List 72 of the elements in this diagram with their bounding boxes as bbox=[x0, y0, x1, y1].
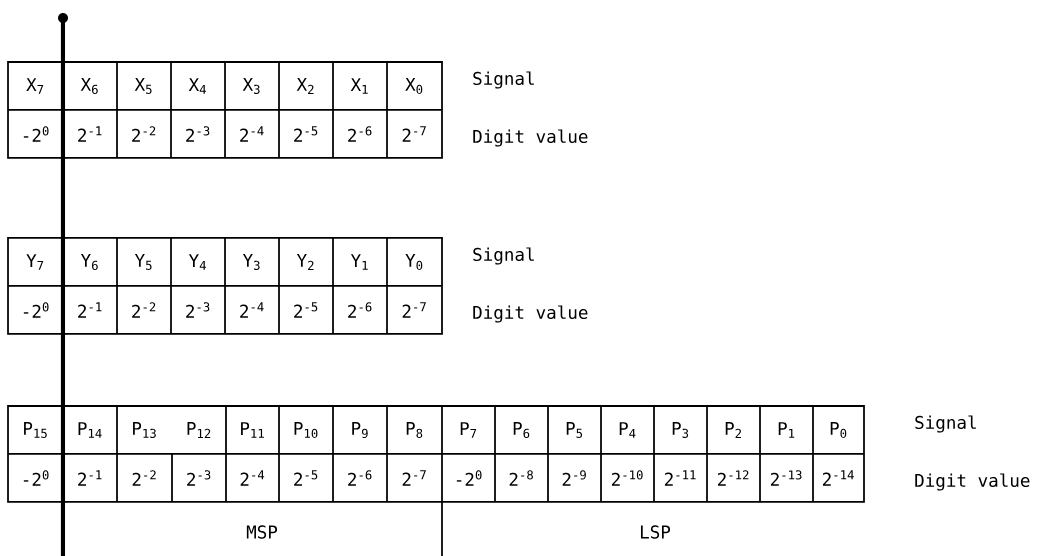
digit-value: 2$^{-12}$ bbox=[717, 470, 749, 486]
signal-name: P$_{14}$ bbox=[78, 422, 102, 438]
signal-name: P$_{13}$ bbox=[133, 421, 156, 438]
signal-name: X$_{0}$ bbox=[405, 77, 423, 94]
digit-value: -2$^{0}$ bbox=[456, 470, 482, 486]
digit-value: 2$^{-7}$ bbox=[402, 126, 426, 142]
signal-name: P$_{4}$ bbox=[619, 422, 636, 438]
row-label: Signal bbox=[915, 415, 976, 433]
row-label: Digit value bbox=[915, 473, 1030, 491]
signal-name: X$_{4}$ bbox=[188, 78, 206, 94]
signal-name: Y$_{1}$ bbox=[350, 254, 368, 270]
signal-name: P$_{9}$ bbox=[352, 421, 368, 438]
digit-value: 2$^{-3}$ bbox=[187, 470, 211, 486]
digit-value: 2$^{-1}$ bbox=[78, 470, 102, 486]
signal-name: P$_{8}$ bbox=[406, 421, 423, 438]
digit-value: 2$^{-14}$ bbox=[822, 470, 854, 486]
digit-value: 2$^{-6}$ bbox=[348, 470, 372, 486]
signal-name: P$_{12}$ bbox=[187, 422, 211, 438]
signal-name: P$_{2}$ bbox=[725, 422, 741, 438]
digit-value: 2$^{-5}$ bbox=[294, 126, 318, 142]
digit-value: 2$^{-8}$ bbox=[509, 470, 533, 486]
digit-value: 2$^{-2}$ bbox=[132, 126, 156, 142]
signal-name: X$_{6}$ bbox=[80, 77, 98, 94]
signal-name: X$_{7}$ bbox=[26, 78, 44, 94]
digit-value: 2$^{-4}$ bbox=[240, 470, 265, 486]
row-label: Digit value bbox=[473, 129, 588, 147]
signal-name: X$_{5}$ bbox=[134, 78, 152, 94]
signal-name: Y$_{0}$ bbox=[405, 253, 423, 270]
signal-name: Y$_{2}$ bbox=[296, 254, 314, 270]
signal-name: P$_{0}$ bbox=[830, 421, 847, 438]
digit-value: 2$^{-13}$ bbox=[770, 470, 802, 486]
digit-value: -2$^{0}$ bbox=[23, 126, 49, 142]
row-label: Digit value bbox=[473, 305, 588, 323]
digit-value: -2$^{0}$ bbox=[23, 470, 49, 486]
digit-value: 2$^{-4}$ bbox=[240, 126, 264, 142]
digit-value: 2$^{-7}$ bbox=[402, 470, 426, 486]
signal-name: Y$_{7}$ bbox=[26, 254, 44, 270]
signal-name: X$_{1}$ bbox=[350, 78, 368, 94]
digit-value: 2$^{-6}$ bbox=[348, 302, 372, 318]
digit-value: 2$^{-4}$ bbox=[240, 302, 264, 318]
digit-value: -2$^{0}$ bbox=[23, 302, 49, 318]
signal-name: P$_{10}$ bbox=[294, 421, 318, 438]
section-label: LSP bbox=[641, 525, 671, 539]
digit-value: 2$^{-3}$ bbox=[186, 126, 210, 142]
digit-value: 2$^{-11}$ bbox=[664, 470, 696, 486]
digit-value: 2$^{-10}$ bbox=[611, 470, 643, 486]
digit-value: 2$^{-2}$ bbox=[132, 302, 156, 318]
signal-name: X$_{2}$ bbox=[296, 78, 314, 94]
section-label: MSP bbox=[246, 525, 278, 539]
digit-value: 2$^{-5}$ bbox=[294, 302, 318, 318]
signal-name: P$_{1}$ bbox=[778, 422, 795, 438]
signal-name: P$_{15}$ bbox=[24, 422, 47, 438]
digit-value: 2$^{-3}$ bbox=[186, 302, 210, 318]
row-label: Signal bbox=[473, 247, 534, 265]
signal-name: Y$_{6}$ bbox=[80, 253, 98, 270]
signal-name: Y$_{5}$ bbox=[134, 254, 152, 270]
signal-name: P$_{7}$ bbox=[460, 422, 477, 438]
digit-value: 2$^{-5}$ bbox=[294, 470, 318, 486]
digit-value: 2$^{-7}$ bbox=[402, 302, 426, 318]
signal-name: X$_{3}$ bbox=[242, 77, 260, 94]
signal-name: Y$_{4}$ bbox=[188, 254, 206, 270]
signal-name: P$_{5}$ bbox=[566, 422, 583, 438]
signal-name: P$_{3}$ bbox=[672, 421, 689, 438]
signal-name: P$_{11}$ bbox=[241, 422, 264, 438]
digit-value: 2$^{-1}$ bbox=[78, 302, 102, 318]
digit-value: 2$^{-1}$ bbox=[78, 126, 102, 142]
signal-name: Y$_{3}$ bbox=[242, 253, 260, 270]
digit-value: 2$^{-6}$ bbox=[348, 126, 372, 142]
signal-name: P$_{6}$ bbox=[513, 421, 530, 438]
digit-value: 2$^{-2}$ bbox=[132, 470, 156, 486]
digit-value: 2$^{-9}$ bbox=[562, 470, 586, 486]
row-label: Signal bbox=[473, 71, 534, 89]
